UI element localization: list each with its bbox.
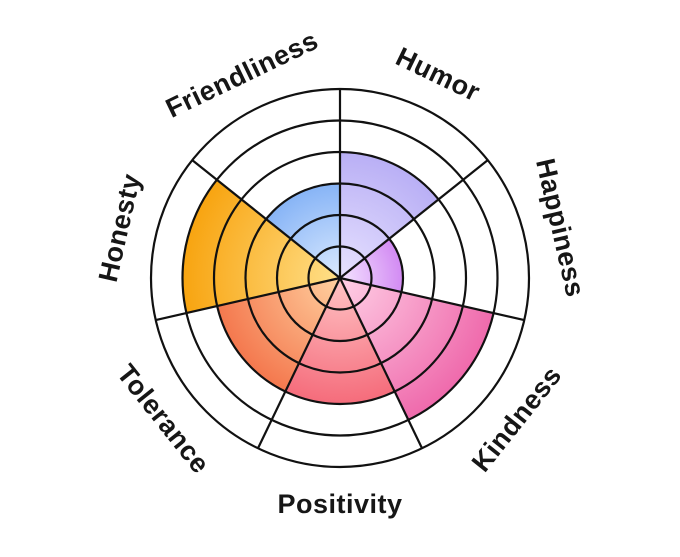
label-friendliness: Friendliness [161,25,323,124]
spoke-2 [339,159,489,279]
label-positivity: Positivity [277,489,402,519]
segment-happiness [340,238,403,293]
spokes-layer [155,89,525,449]
label-humor: Humor [391,41,485,107]
spoke-5 [257,277,341,449]
spoke-3 [339,276,525,322]
label-happiness: Happiness [530,156,591,300]
segment-friendliness [266,183,340,278]
label-honesty: Honesty [93,171,147,285]
label-tolerance: Tolerance [111,359,216,479]
spoke-4 [339,277,423,449]
segment-honesty [182,179,340,314]
spoke-7 [191,159,341,279]
segment-humor [340,152,439,278]
label-kindness: Kindness [466,360,568,477]
spoke-6 [155,276,341,322]
